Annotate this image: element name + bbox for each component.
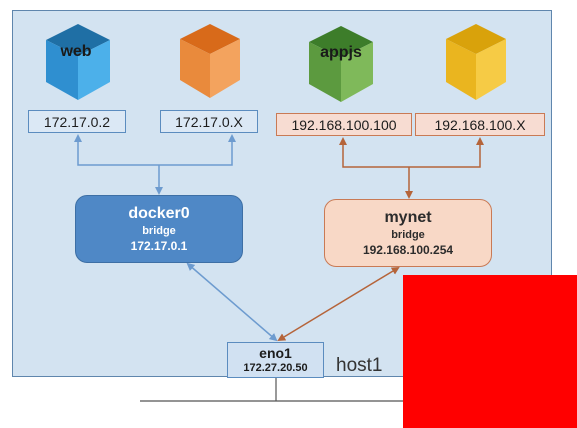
eno1-name: eno1	[259, 345, 292, 361]
web-to-docker0-line	[74, 134, 236, 166]
appjs-container-cube-icon	[309, 26, 373, 102]
appjs-to-mynet-line	[339, 137, 484, 168]
mynet-bridge-name: mynet	[384, 209, 432, 226]
appjs-ip-box: 192.168.100.100	[276, 113, 412, 136]
docker0-to-eno1-line	[186, 262, 278, 342]
mynet-bridge-kind: bridge	[391, 229, 425, 241]
appjs-container-label: appjs	[320, 44, 362, 61]
mynet-to-eno1-line	[277, 266, 400, 342]
web-container-label: web	[60, 43, 92, 60]
eno1-ip: 172.27.20.50	[243, 362, 308, 374]
redaction-block	[403, 275, 577, 428]
docker0-bridge-ip: 172.17.0.1	[130, 239, 188, 253]
docker0-bridge-name: docker0	[128, 205, 190, 222]
docker0-bridge: docker0 bridge 172.17.0.1	[75, 195, 243, 263]
docker-other-ip-box: 172.17.0.X	[160, 110, 258, 133]
mynet-container-cube-icon	[446, 24, 506, 100]
docker-container-cube-icon	[180, 24, 240, 98]
web-container-cube-icon	[46, 24, 110, 100]
host-label: host1	[336, 355, 383, 376]
eno1-interface: eno1 172.27.20.50	[227, 342, 324, 378]
docker0-bridge-kind: bridge	[142, 225, 176, 237]
web-ip-box: 172.17.0.2	[28, 110, 126, 133]
mynet-other-ip-box: 192.168.100.X	[415, 113, 545, 136]
mynet-bridge-ip: 192.168.100.254	[362, 243, 454, 257]
mynet-bridge: mynet bridge 192.168.100.254	[324, 199, 492, 267]
